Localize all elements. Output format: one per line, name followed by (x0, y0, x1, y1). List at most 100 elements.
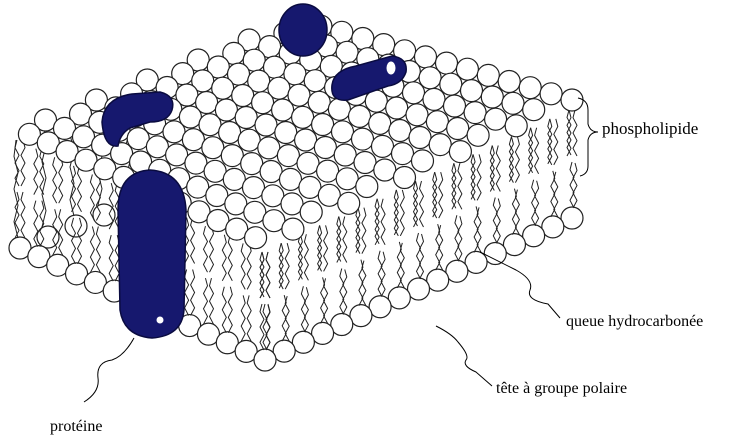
hydrocarbon-tail (304, 287, 308, 332)
polar-head (498, 71, 520, 93)
hydrocarbon-tail (496, 199, 500, 244)
hydrocarbon-tail (241, 295, 245, 341)
polar-head (540, 83, 562, 105)
hydrocarbon-tail (247, 243, 251, 289)
polar-head (477, 64, 499, 86)
polar-head (221, 145, 243, 167)
polar-head (314, 137, 336, 159)
polar-head (245, 227, 267, 249)
phospholipid-bracket (578, 98, 598, 176)
polar-head (502, 92, 524, 114)
polar-head (394, 167, 416, 189)
polar-head (166, 144, 188, 166)
label-tail: queue hydrocarbonée (566, 313, 703, 331)
hydrocarbon-tail (59, 157, 63, 203)
hydrocarbon-tail (191, 270, 195, 316)
hydrocarbon-tail (78, 166, 82, 212)
hydrocarbon-tail (241, 243, 245, 289)
hydrocarbon-tail (72, 166, 76, 212)
polar-head (461, 80, 483, 102)
hydrocarbon-tail (381, 252, 385, 297)
polar-head (312, 114, 334, 136)
hydrocarbon-tail (340, 269, 344, 315)
hydrocarbon-tail (378, 251, 382, 297)
hydrocarbon-tail (96, 226, 100, 272)
hydrocarbon-tail (535, 128, 539, 174)
hydrocarbon-tail (228, 287, 232, 333)
hydrocarbon-tail (222, 287, 226, 333)
polar-head (277, 145, 299, 167)
hydrocarbon-tail (362, 208, 366, 254)
polar-head (467, 124, 489, 146)
hydrocarbon-tail (439, 172, 443, 218)
polar-head (299, 176, 321, 198)
polar-head (297, 152, 319, 174)
polar-head (374, 159, 396, 181)
hydrocarbon-tail (266, 252, 270, 298)
protein-leader (84, 338, 134, 402)
polar-head (449, 141, 471, 163)
hydrocarbon-tail (34, 149, 38, 195)
hydrocarbon-tail (90, 226, 94, 272)
hydrocarbon-tail (477, 154, 481, 200)
hydrocarbon-tail (285, 243, 289, 289)
polar-head (202, 137, 224, 159)
polar-head (354, 152, 376, 174)
polar-head (349, 105, 371, 127)
polar-head (403, 82, 425, 104)
protein-highlight (387, 62, 395, 74)
hydrocarbon-tail (247, 295, 251, 341)
polar-head (481, 86, 503, 108)
polar-head (241, 153, 263, 175)
hydrocarbon-tail (228, 235, 232, 281)
hydrocarbon-tail (532, 180, 536, 226)
hydrocarbon-tail (304, 234, 308, 280)
polar-head (280, 168, 302, 190)
polar-head (426, 111, 448, 133)
hydrocarbon-tail (573, 110, 577, 156)
polar-head (369, 112, 391, 134)
polar-head (386, 97, 408, 119)
polar-head (561, 89, 583, 111)
hydrocarbon-tail (420, 234, 424, 279)
polar-head (292, 106, 314, 128)
hydrocarbon-tail (381, 199, 385, 245)
polar-head (338, 192, 360, 214)
polar-head (328, 98, 350, 120)
polar-head (352, 128, 374, 150)
hydrocarbon-tail (14, 140, 18, 238)
polar-head (356, 176, 378, 198)
hydrocarbon-tail (420, 181, 424, 227)
polar-head (429, 134, 451, 156)
polar-head (318, 184, 340, 206)
polar-head (300, 201, 322, 223)
polar-head (255, 114, 277, 136)
head-leader (436, 326, 492, 386)
polar-head (258, 137, 280, 159)
hydrocarbon-tail (263, 304, 267, 350)
polar-head (409, 127, 431, 149)
polar-head (317, 160, 339, 182)
polar-head (519, 77, 541, 99)
hydrocarbon-tail (573, 163, 577, 208)
hydrocarbon-tail (21, 140, 25, 186)
hydrocarbon-tail (535, 181, 539, 226)
hydrocarbon-tail (458, 216, 462, 261)
polar-head (243, 177, 265, 199)
hydrocarbon-tail (301, 286, 305, 332)
polar-head (464, 102, 486, 124)
polar-head (219, 122, 241, 144)
hydrocarbon-tail (59, 209, 63, 255)
hydrocarbon-tail (554, 119, 558, 165)
hydrocarbon-tail (496, 146, 500, 192)
polar-head (182, 129, 204, 151)
hydrocarbon-tail (400, 190, 404, 236)
hydrocarbon-tail (417, 233, 421, 279)
polar-head (254, 349, 276, 371)
polar-head (275, 122, 297, 144)
hydrocarbon-tail (515, 137, 519, 183)
hydrocarbon-tail (210, 278, 214, 324)
label-phospholipid: phospholipide (602, 119, 698, 139)
polar-head (447, 118, 469, 140)
polar-head (65, 215, 87, 237)
